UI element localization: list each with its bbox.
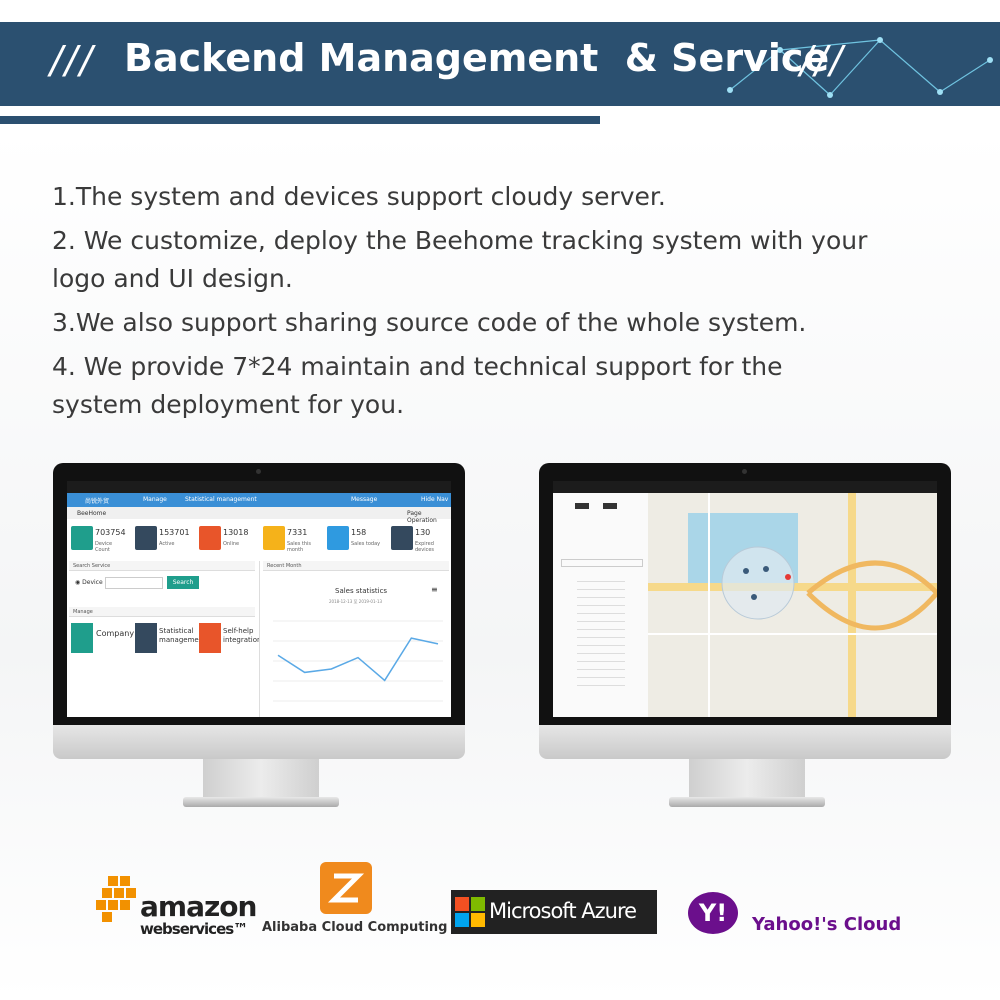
aws-logo: amazon webservices™: [96, 876, 257, 940]
nav-logo: 尚锐外贸: [85, 498, 110, 505]
slashes-right: ///: [800, 38, 845, 82]
alibaba-cloud-icon: [320, 862, 372, 914]
sales-series-line: [277, 637, 439, 682]
clock-icon: [391, 526, 413, 550]
stat-label: Device Count: [95, 541, 113, 553]
monitor-stand: [689, 759, 805, 803]
page-title: Backend Management & Service: [124, 36, 830, 80]
alibaba-name: Alibaba Cloud Computing: [262, 920, 448, 935]
feature-item: 1.The system and devices support cloudy …: [52, 182, 666, 211]
page-operation[interactable]: Page Operation: [407, 510, 437, 524]
network-decoration: [727, 37, 993, 98]
feature-list: 1.The system and devices support cloudy …: [52, 178, 872, 430]
stat-value: 7331: [287, 528, 308, 537]
device-label: Device: [82, 579, 103, 586]
stat-card: 13018 Online: [197, 523, 255, 553]
stat-value: 153701: [159, 528, 190, 537]
panel-divider: [259, 561, 260, 717]
stat-label: Sales this month: [287, 541, 312, 553]
search-service-header: Search Service: [69, 561, 255, 571]
banner-title: /// Backend Management & Service ///: [0, 36, 1000, 86]
stat-card: 703754 Device Count: [69, 523, 127, 553]
microsoft-windows-icon: [455, 897, 485, 927]
dashboard-screen: 尚锐外贸 Manage Statistical management Messa…: [67, 481, 451, 717]
title-underline: [0, 116, 600, 124]
azure-logo: Microsoft Azure: [451, 890, 657, 934]
cube-icon: [71, 526, 93, 550]
stat-value: 13018: [223, 528, 249, 537]
camera-dot: [742, 469, 747, 474]
dashboard-nav: 尚锐外贸 Manage Statistical management Messa…: [67, 493, 451, 507]
stat-value: 130: [415, 528, 431, 537]
alibaba-logo: Alibaba Cloud Computing: [262, 862, 447, 940]
screen-topbar: [553, 481, 937, 493]
map-screen: [553, 481, 937, 717]
feature-item: 2. We customize, deploy the Beehome trac…: [52, 226, 868, 293]
stat-card: 130 Expired devices: [389, 523, 447, 553]
device-input[interactable]: [105, 577, 163, 589]
aws-name: amazon: [140, 890, 257, 923]
aws-cubes-icon: [96, 876, 136, 922]
monitor-base: [669, 797, 825, 807]
manage-header: Manage: [69, 607, 255, 617]
pulse-icon: [263, 526, 285, 550]
screen-topbar: [67, 481, 451, 493]
nav-manage[interactable]: Manage: [143, 496, 167, 503]
slashes-left: ///: [50, 38, 95, 82]
sales-dates: 2018-12-13 至 2019-01-13: [329, 599, 383, 604]
yahoo-logo: Y! Yahoo!'s Cloud: [688, 890, 908, 940]
refresh-icon: [327, 526, 349, 550]
pulse-tile-icon[interactable]: [135, 623, 157, 653]
search-input[interactable]: [561, 559, 643, 567]
stat-label: Sales today: [351, 541, 381, 547]
device-tree[interactable]: [577, 577, 625, 689]
panel-button[interactable]: [603, 503, 617, 509]
map-view[interactable]: [648, 493, 937, 717]
monitor-stand: [203, 759, 319, 803]
feature-item: 4. We provide 7*24 maintain and technica…: [52, 352, 783, 419]
person-icon[interactable]: [199, 623, 221, 653]
compass-icon: [199, 526, 221, 550]
panel-button[interactable]: [575, 503, 589, 509]
feature-item: 3.We also support sharing source code of…: [52, 308, 807, 337]
tile-selfhelp[interactable]: Self-help integration: [223, 627, 259, 644]
tile-statistical[interactable]: Statistical manageme: [159, 627, 199, 644]
stat-value: 703754: [95, 528, 126, 537]
tab-bar: BeeHome Page Operation: [67, 507, 451, 524]
device-radio[interactable]: ◉ Device: [75, 579, 103, 586]
search-button[interactable]: Search: [167, 576, 199, 589]
tab-beehome[interactable]: BeeHome: [77, 510, 107, 517]
yahoo-name: Yahoo!'s Cloud: [752, 914, 902, 935]
stat-card: 7331 Sales this month: [261, 523, 319, 553]
stat-value: 158: [351, 528, 367, 537]
device-list-panel: [553, 493, 649, 717]
recent-month-header: Recent Month: [263, 561, 449, 571]
stat-label: Active: [159, 541, 175, 547]
sales-title: Sales statistics: [335, 587, 388, 595]
company-icon[interactable]: [71, 623, 93, 653]
camera-dot: [256, 469, 261, 474]
search-button-label: Search: [172, 579, 194, 586]
stat-label: Online: [223, 541, 240, 547]
monitor-base: [183, 797, 339, 807]
stat-card: 153701 Active: [133, 523, 191, 553]
stat-label: Expired devices: [415, 541, 435, 553]
nav-statistical[interactable]: Statistical management: [185, 496, 257, 503]
document-icon: [135, 526, 157, 550]
monitor-chin: [539, 725, 951, 759]
aws-sub: webservices™: [140, 920, 248, 938]
nav-hide[interactable]: Hide Nav: [421, 496, 449, 503]
yahoo-mark: Y!: [688, 892, 738, 934]
sales-line-chart: [273, 620, 443, 702]
tile-company[interactable]: Company: [96, 629, 135, 638]
monitor-chin: [53, 725, 465, 759]
nav-message[interactable]: Message: [351, 496, 378, 503]
azure-name: Microsoft Azure: [489, 899, 637, 923]
stat-card: 158 Sales today: [325, 523, 383, 553]
menu-icon[interactable]: ≡: [431, 585, 438, 594]
